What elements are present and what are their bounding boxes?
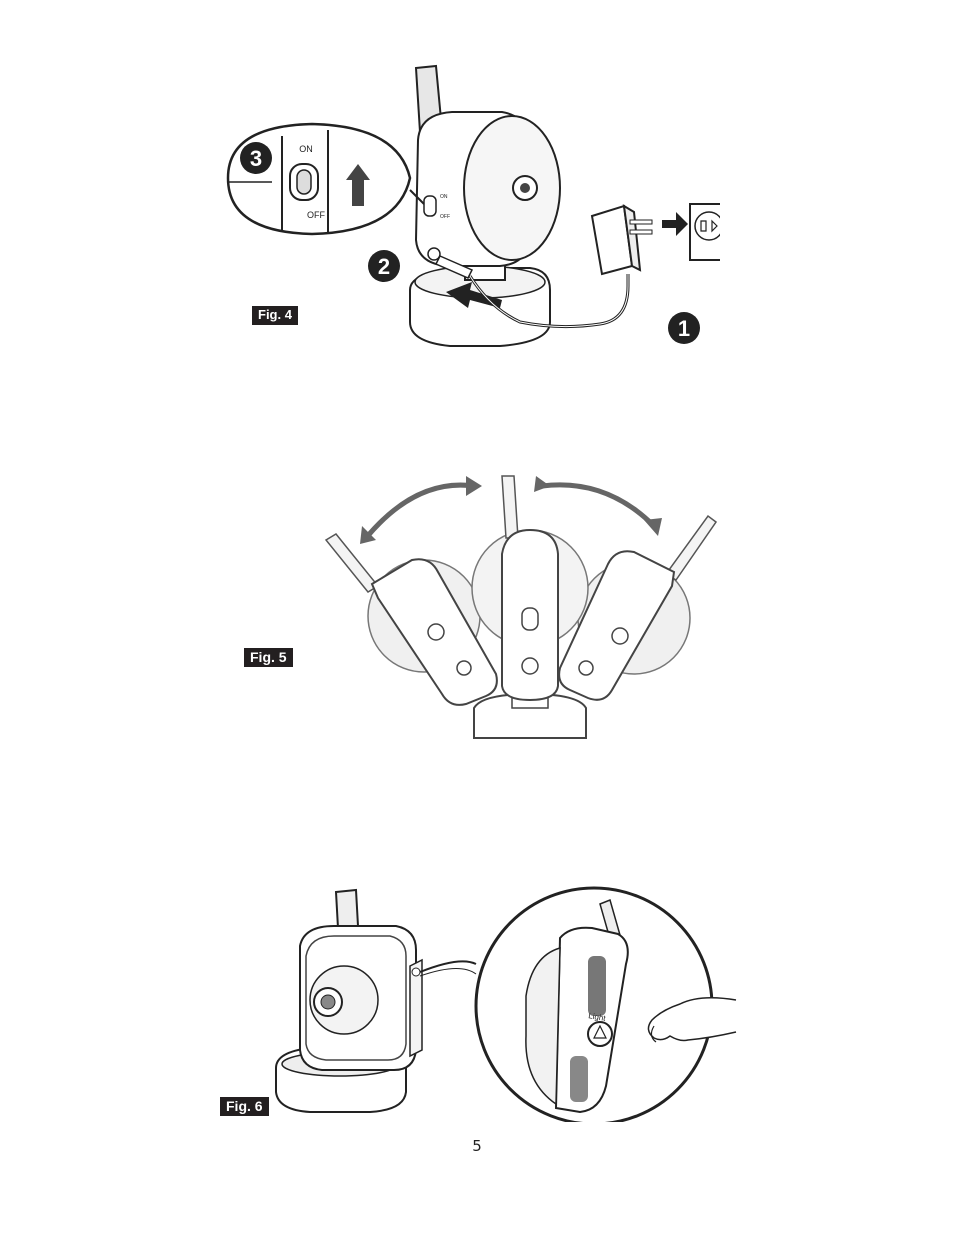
fig6-illustration: Light — [270, 886, 740, 1122]
svg-text:ON: ON — [440, 194, 448, 200]
fig-6-label: Fig. 6 — [220, 1097, 269, 1116]
power-adapter-icon — [592, 206, 652, 274]
page-number: 5 — [0, 1137, 954, 1155]
fig5-illustration — [316, 468, 728, 746]
arrow-icon — [662, 212, 688, 236]
switch-off-label: OFF — [307, 210, 325, 220]
switch-on-label: ON — [299, 144, 313, 154]
svg-text:3: 3 — [250, 146, 262, 171]
step-3-badge: 3 — [240, 142, 272, 174]
fig-4-label: Fig. 4 — [252, 306, 298, 325]
svg-text:1: 1 — [678, 316, 690, 341]
fig-5-label: Fig. 5 — [244, 648, 293, 667]
svg-text:OFF: OFF — [440, 214, 450, 220]
figure-5 — [316, 468, 728, 746]
wall-outlet-icon — [690, 204, 720, 260]
step-2-badge: 2 — [368, 250, 400, 282]
svg-text:2: 2 — [378, 254, 390, 279]
step-1-badge: 1 — [668, 312, 700, 344]
figure-6: Light — [270, 886, 740, 1122]
